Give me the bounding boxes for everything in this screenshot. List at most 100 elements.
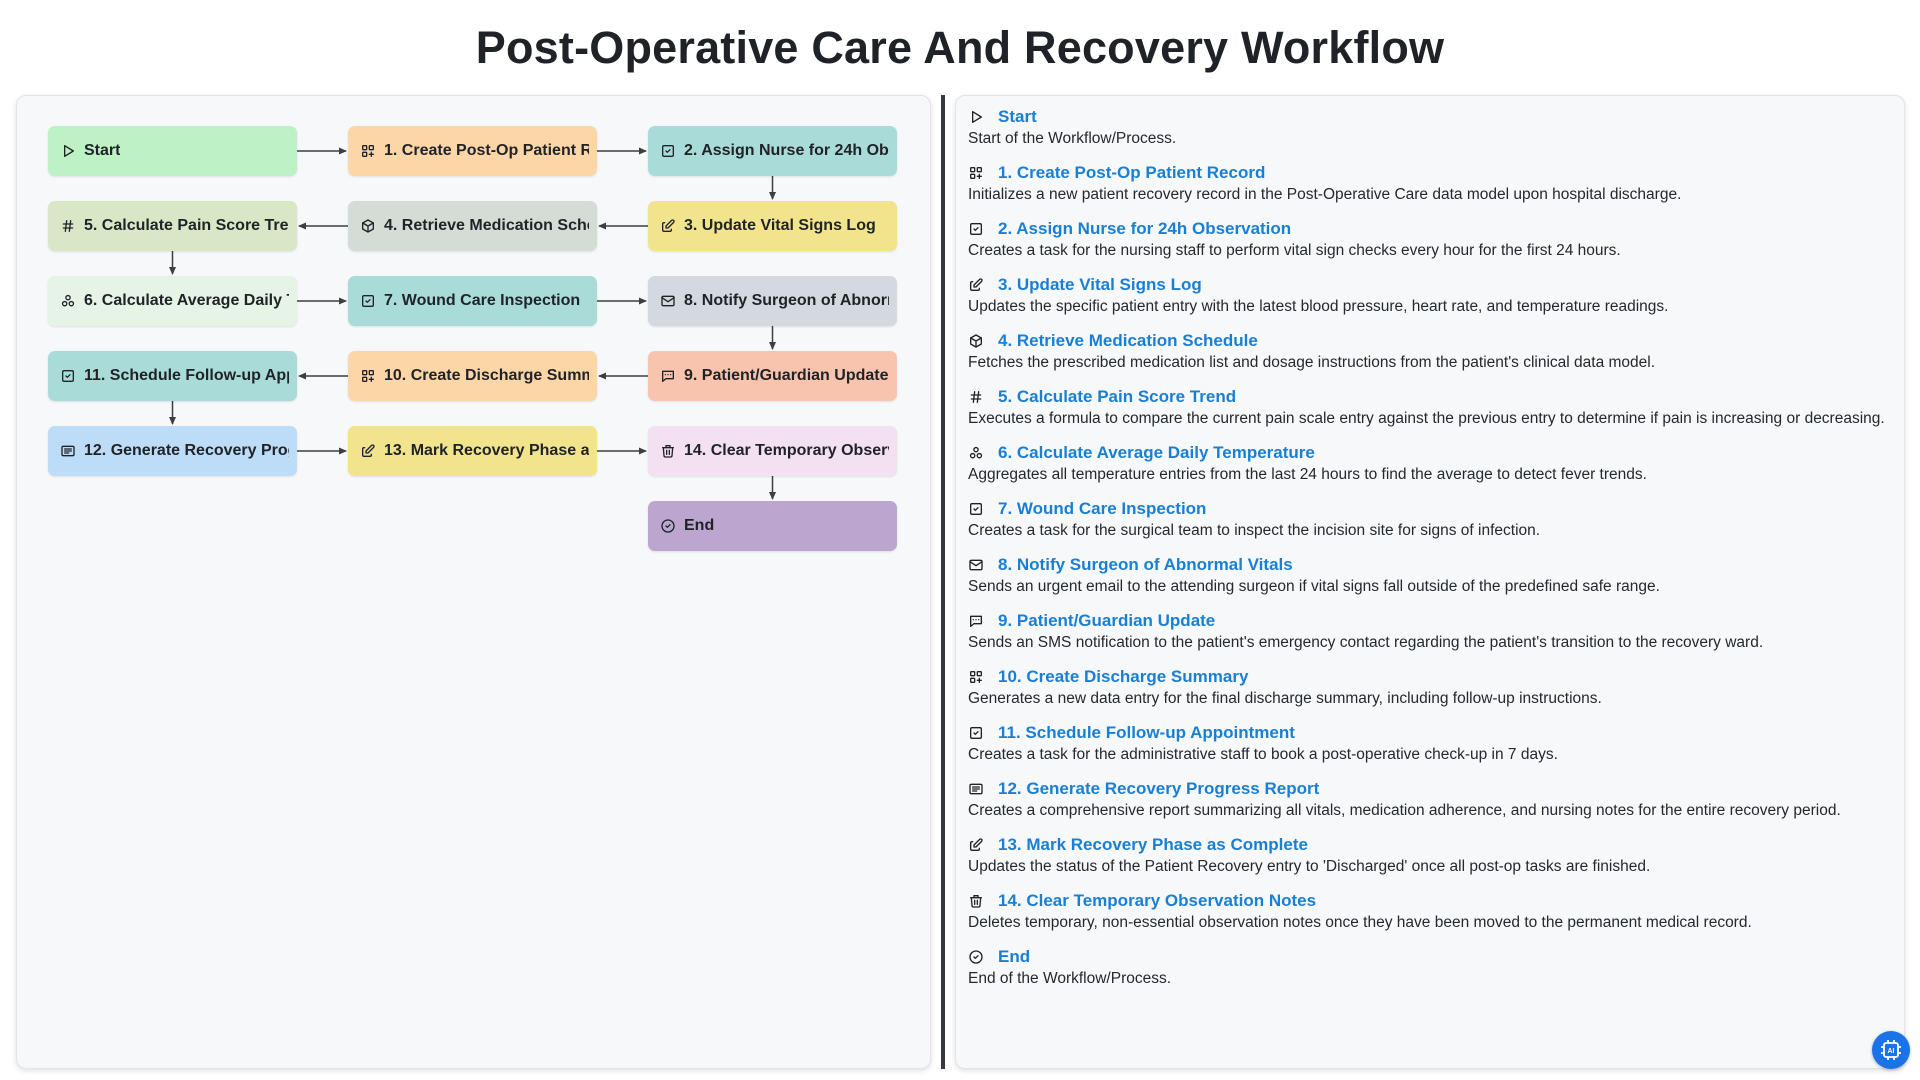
flow-connectors bbox=[169, 147, 776, 500]
description-title-link[interactable]: 7. Wound Care Inspection bbox=[998, 499, 1207, 518]
page-title: Post-Operative Care And Recovery Workflo… bbox=[475, 22, 1445, 73]
description-title-link[interactable]: 9. Patient/Guardian Update bbox=[998, 611, 1216, 630]
flow-node-n3[interactable]: 3. Update Vital Signs Log bbox=[648, 201, 897, 251]
description-title-link[interactable]: 6. Calculate Average Daily Temperature bbox=[998, 443, 1315, 462]
checkbox-icon bbox=[968, 501, 984, 517]
flow-node-label: 13. Mark Recovery Phase as Complete bbox=[384, 442, 589, 459]
trash-icon bbox=[968, 893, 984, 909]
description-header: 9. Patient/Guardian Update bbox=[968, 610, 1893, 632]
checkbox-icon bbox=[60, 368, 76, 384]
description-text: Creates a task for the nursing staff to … bbox=[968, 242, 1621, 259]
flow-node-n4[interactable]: 4. Retrieve Medication Schedule bbox=[348, 201, 597, 251]
description-header: 4. Retrieve Medication Schedule bbox=[968, 330, 1893, 352]
cluster-icon bbox=[968, 445, 984, 461]
ai-chip-icon: AI bbox=[1881, 1040, 1901, 1060]
edit-icon bbox=[968, 837, 984, 853]
flow-node-n7[interactable]: 7. Wound Care Inspection bbox=[348, 276, 597, 326]
description-text: Fetches the prescribed medication list a… bbox=[968, 354, 1656, 371]
flow-node-label: 14. Clear Temporary Observation Notes bbox=[684, 442, 889, 459]
description-title-link[interactable]: 13. Mark Recovery Phase as Complete bbox=[998, 835, 1308, 854]
grid-plus-icon bbox=[968, 669, 984, 685]
edit-icon bbox=[360, 443, 376, 459]
description-title-link[interactable]: 4. Retrieve Medication Schedule bbox=[998, 331, 1258, 350]
play-icon bbox=[968, 109, 984, 125]
panel-splitter[interactable] bbox=[941, 95, 945, 1069]
report-icon bbox=[968, 781, 984, 797]
flow-node-end[interactable]: End bbox=[648, 501, 897, 551]
flow-node-n10[interactable]: 10. Create Discharge Summary bbox=[348, 351, 597, 401]
checkbox-icon bbox=[660, 143, 676, 159]
flow-node-n11[interactable]: 11. Schedule Follow-up Appointment bbox=[48, 351, 297, 401]
ai-assistant-button[interactable]: AI bbox=[1872, 1031, 1910, 1069]
flow-node-label: 4. Retrieve Medication Schedule bbox=[384, 217, 589, 234]
flow-node-n12[interactable]: 12. Generate Recovery Progress Report bbox=[48, 426, 297, 476]
description-header: 10. Create Discharge Summary bbox=[968, 666, 1893, 688]
description-text: Updates the specific patient entry with … bbox=[968, 298, 1669, 315]
description-text: Start of the Workflow/Process. bbox=[968, 130, 1177, 147]
description-title-link[interactable]: 12. Generate Recovery Progress Report bbox=[998, 779, 1320, 798]
description-title-link[interactable]: 14. Clear Temporary Observation Notes bbox=[998, 891, 1317, 910]
description-text: Sends an SMS notification to the patient… bbox=[968, 634, 1764, 651]
description-title-link[interactable]: End bbox=[998, 947, 1031, 966]
description-header: 14. Clear Temporary Observation Notes bbox=[968, 890, 1893, 912]
flow-node-n13[interactable]: 13. Mark Recovery Phase as Complete bbox=[348, 426, 597, 476]
svg-text:AI: AI bbox=[1888, 1048, 1895, 1055]
checkbox-icon bbox=[968, 725, 984, 741]
flow-node-n14[interactable]: 14. Clear Temporary Observation Notes bbox=[648, 426, 897, 476]
grid-plus-icon bbox=[968, 165, 984, 181]
description-header: 8. Notify Surgeon of Abnormal Vitals bbox=[968, 554, 1893, 576]
description-text: End of the Workflow/Process. bbox=[968, 970, 1172, 987]
description-title-link[interactable]: 10. Create Discharge Summary bbox=[998, 667, 1249, 686]
description-text: Generates a new data entry for the final… bbox=[968, 690, 1602, 707]
description-title-link[interactable]: Start bbox=[998, 107, 1037, 126]
description-text: Creates a task for the surgical team to … bbox=[968, 522, 1541, 539]
description-title-link[interactable]: 11. Schedule Follow-up Appointment bbox=[998, 723, 1295, 742]
description-title-link[interactable]: 8. Notify Surgeon of Abnormal Vitals bbox=[998, 555, 1293, 574]
flow-node-label: 7. Wound Care Inspection bbox=[384, 292, 581, 309]
description-text: Creates a task for the administrative st… bbox=[968, 746, 1558, 763]
description-text: Executes a formula to compare the curren… bbox=[968, 410, 1885, 427]
description-header: Start bbox=[968, 106, 1893, 128]
check-circle-icon bbox=[968, 949, 984, 965]
flow-node-label: 1. Create Post-Op Patient Record bbox=[384, 142, 589, 159]
description-text: Sends an urgent email to the attending s… bbox=[968, 578, 1660, 595]
flow-node-n9[interactable]: 9. Patient/Guardian Update bbox=[648, 351, 897, 401]
description-title-link[interactable]: 3. Update Vital Signs Log bbox=[998, 275, 1202, 294]
flowchart-panel: Start 1. Create Post-Op Patient Record 2. … bbox=[16, 95, 931, 1069]
edit-icon bbox=[968, 277, 984, 293]
description-title-link[interactable]: 2. Assign Nurse for 24h Observation bbox=[998, 219, 1292, 238]
description-title-link[interactable]: 5. Calculate Pain Score Trend bbox=[998, 387, 1237, 406]
flow-node-label: 8. Notify Surgeon of Abnormal Vitals bbox=[684, 292, 889, 309]
flow-node-label: 11. Schedule Follow-up Appointment bbox=[84, 367, 289, 384]
flow-node-n1[interactable]: 1. Create Post-Op Patient Record bbox=[348, 126, 597, 176]
checkbox-icon bbox=[968, 221, 984, 237]
description-text: Updates the status of the Patient Recove… bbox=[968, 858, 1651, 875]
description-text: Initializes a new patient recovery recor… bbox=[968, 186, 1682, 203]
description-title-link[interactable]: 1. Create Post-Op Patient Record bbox=[998, 163, 1266, 182]
description-header: 1. Create Post-Op Patient Record bbox=[968, 162, 1893, 184]
check-circle-icon bbox=[660, 518, 676, 534]
flow-node-n2[interactable]: 2. Assign Nurse for 24h Observation bbox=[648, 126, 897, 176]
cluster-icon bbox=[60, 293, 76, 309]
play-icon bbox=[60, 143, 76, 159]
flow-node-label: 3. Update Vital Signs Log bbox=[684, 217, 876, 234]
flow-node-label: 5. Calculate Pain Score Trend bbox=[84, 217, 289, 234]
flow-node-n6[interactable]: 6. Calculate Average Daily Temperature bbox=[48, 276, 297, 326]
description-header: 2. Assign Nurse for 24h Observation bbox=[968, 218, 1893, 240]
description-text: Aggregates all temperature entries from … bbox=[968, 466, 1647, 483]
flow-node-start[interactable]: Start bbox=[48, 126, 297, 176]
hash-icon bbox=[60, 218, 76, 234]
flow-node-label: 9. Patient/Guardian Update bbox=[684, 367, 889, 384]
flow-node-n5[interactable]: 5. Calculate Pain Score Trend bbox=[48, 201, 297, 251]
cube-icon bbox=[360, 218, 376, 234]
flow-node-n8[interactable]: 8. Notify Surgeon of Abnormal Vitals bbox=[648, 276, 897, 326]
description-header: 11. Schedule Follow-up Appointment bbox=[968, 722, 1893, 744]
mail-icon bbox=[660, 293, 676, 309]
